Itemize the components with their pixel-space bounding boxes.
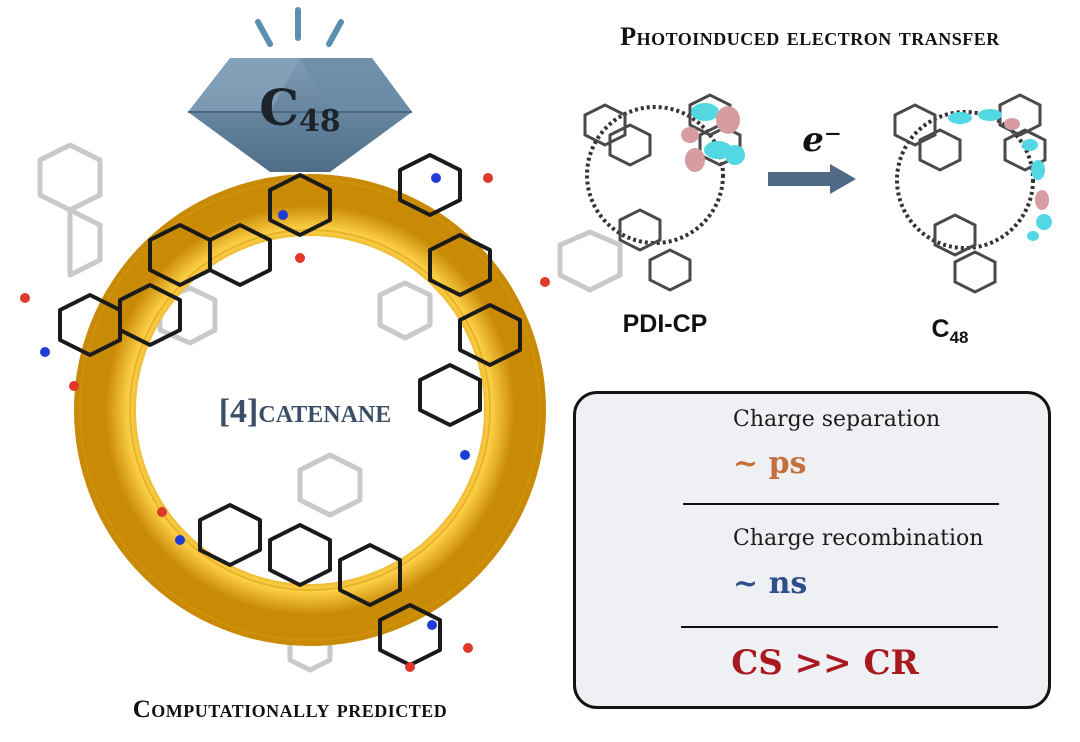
crown-label-base: C [259, 78, 300, 137]
catenane-label: [4]catenane [218, 393, 392, 430]
charge-separation-label: Charge separation [733, 407, 941, 432]
caption: Computationally predicted [132, 696, 448, 723]
charge-recombination-label: Charge recombination [733, 526, 984, 551]
c48-label: C48 [900, 315, 1000, 348]
charge-recombination-value: ~ ns [733, 566, 808, 601]
divider-bottom [681, 626, 998, 628]
electron-label: e⁻ [802, 120, 842, 160]
diamond-crown [188, 58, 412, 172]
molecular-framework [58, 153, 522, 667]
c48-structure [893, 93, 1052, 294]
pdi-cp-structure [583, 93, 745, 292]
c48-label-base: C [931, 315, 950, 343]
c48-label-subscript: 48 [949, 328, 969, 347]
orbital-lobes-pdi [681, 103, 745, 172]
charge-separation-value: ~ ps [733, 446, 807, 481]
crown-label: C48 [205, 78, 395, 139]
heteroatoms [20, 173, 550, 672]
info-box [573, 391, 1051, 709]
divider-top [683, 503, 999, 505]
side-chains [37, 142, 623, 673]
sparkle-lines [255, 7, 344, 47]
comparison-text: CS >> CR [731, 643, 919, 683]
orbital-lobes-c48 [948, 109, 1052, 241]
transfer-arrow [768, 164, 856, 194]
crown-label-subscript: 48 [299, 104, 341, 139]
pdi-cp-label: PDI-CP [622, 310, 708, 338]
diagram-title: Photoinduced electron transfer [620, 22, 1000, 51]
